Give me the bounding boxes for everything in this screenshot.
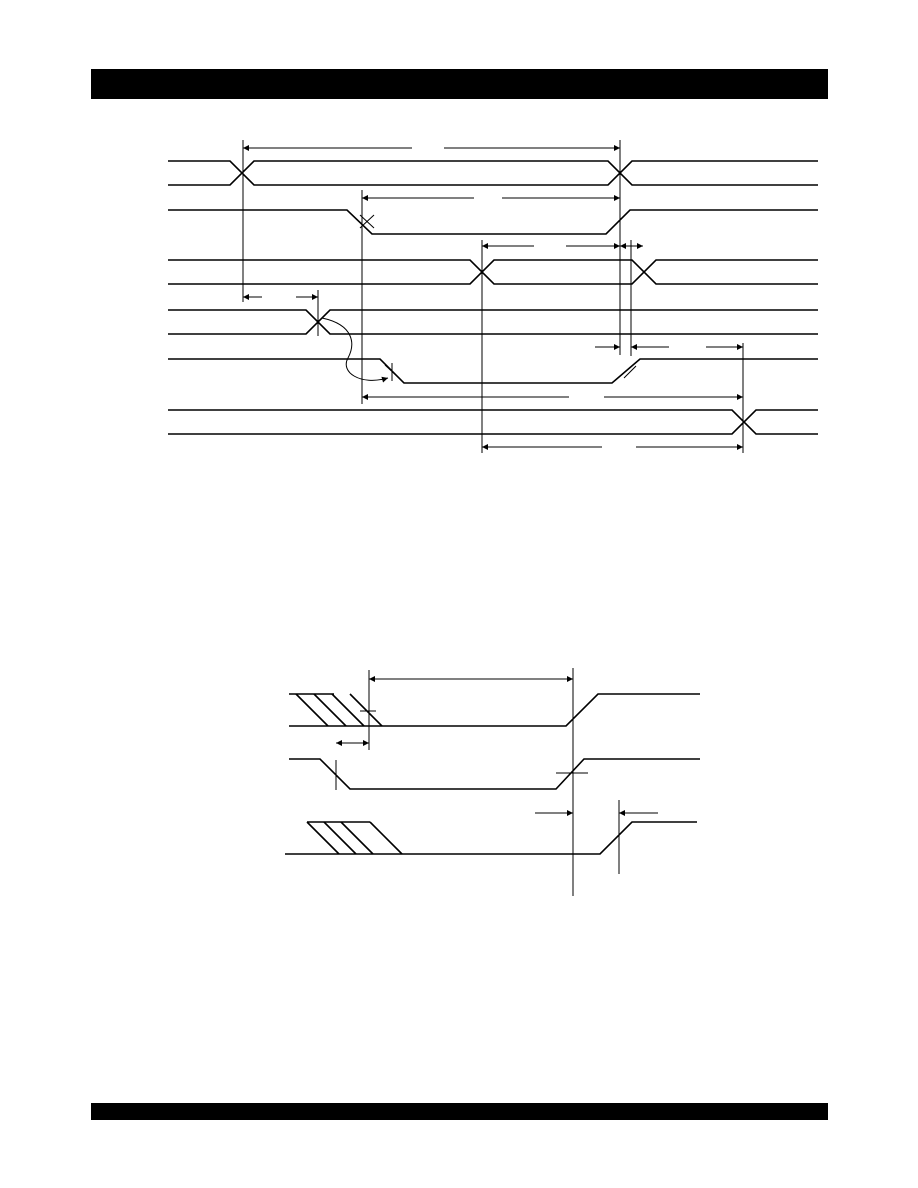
write-enable-waveform	[289, 693, 700, 727]
write-cycle-timing-diagram	[285, 668, 700, 896]
data-out-waveform	[168, 409, 818, 435]
write-timing-dimensions	[336, 676, 658, 816]
address-waveform	[168, 160, 818, 186]
read-cycle-timing-diagram	[168, 140, 818, 453]
data-in-waveform	[285, 821, 697, 855]
output-enable-waveform	[168, 259, 818, 285]
header-bar	[91, 69, 828, 99]
footer-bar	[91, 1103, 828, 1120]
data-valid-waveform	[168, 358, 818, 384]
causality-curve	[321, 317, 389, 383]
timing-dimensions	[243, 145, 743, 450]
write-reference-lines	[335, 668, 620, 896]
strobe-waveform	[168, 309, 818, 335]
chip-enable-waveform	[289, 758, 700, 790]
chip-select-waveform	[168, 209, 818, 235]
